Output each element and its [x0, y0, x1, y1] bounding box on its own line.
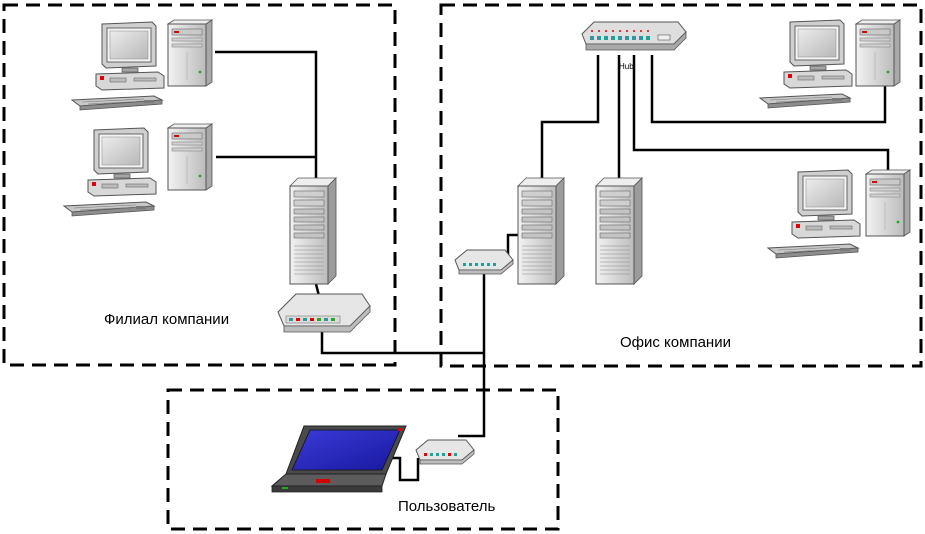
cables — [215, 50, 890, 482]
branch-tower-2[interactable] — [167, 123, 213, 191]
hub-label: Hub — [619, 62, 634, 71]
user-modem[interactable] — [415, 439, 475, 465]
branch-pc-2[interactable] — [63, 127, 157, 217]
branch-server[interactable] — [289, 177, 337, 285]
zone-label-branch: Филиал компании — [104, 311, 229, 328]
office-modem[interactable] — [454, 249, 514, 275]
office-server-1[interactable] — [517, 177, 565, 285]
branch-pc-1[interactable] — [71, 21, 165, 111]
branch-modem[interactable] — [277, 293, 371, 333]
user-laptop[interactable] — [270, 425, 407, 493]
zone-label-user: Пользователь — [398, 498, 496, 515]
office-tower-2[interactable] — [865, 169, 911, 237]
zone-branch-border — [2, 3, 397, 367]
zone-office-border — [439, 3, 923, 368]
office-pc-2[interactable] — [767, 169, 861, 259]
zone-label-office: Офис компании — [620, 334, 731, 351]
office-tower-1[interactable] — [855, 19, 901, 87]
office-hub[interactable] — [581, 21, 687, 51]
branch-tower-1[interactable] — [167, 19, 213, 87]
office-server-2[interactable] — [595, 177, 643, 285]
office-pc-1[interactable] — [759, 19, 853, 109]
